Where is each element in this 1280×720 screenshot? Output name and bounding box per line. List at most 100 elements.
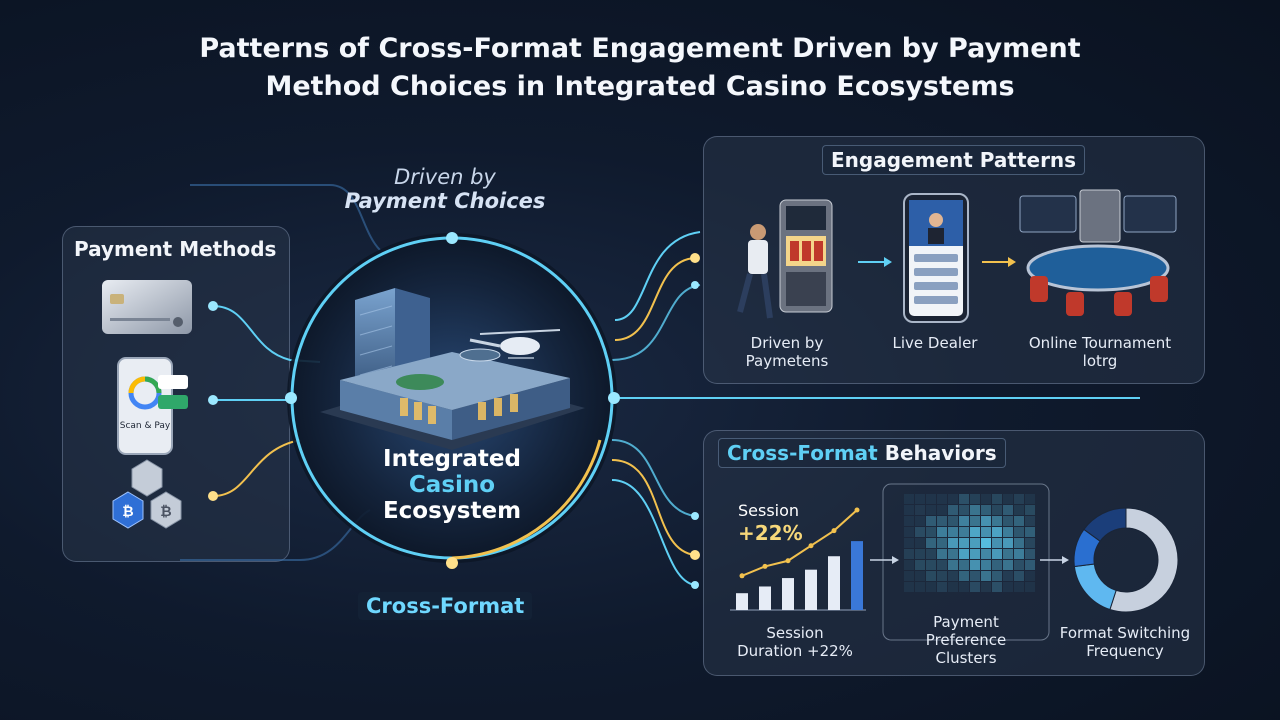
heatmap-cell — [1003, 516, 1013, 526]
hub-node-left — [285, 392, 297, 404]
heatmap-cell — [948, 527, 958, 537]
heatmap-cell — [1025, 571, 1035, 581]
heatmap-cell — [981, 538, 991, 548]
driven-line-1: Driven by — [394, 165, 496, 189]
heatmap-cell — [1025, 505, 1035, 515]
heatmap-cell — [959, 571, 969, 581]
hub-node-right — [608, 392, 620, 404]
heatmap-cell — [937, 527, 947, 537]
heatmap-cell — [981, 571, 991, 581]
heatmap-cell — [981, 582, 991, 592]
heatmap-cell — [915, 527, 925, 537]
heatmap-cell — [1014, 560, 1024, 570]
casino-building-icon — [320, 288, 585, 450]
heatmap-cell — [1014, 549, 1024, 559]
chart-bar — [759, 586, 771, 610]
heatmap-cell — [937, 538, 947, 548]
chart-trend-point — [831, 528, 837, 534]
heatmap-cell — [992, 516, 1002, 526]
heatmap-cell — [1003, 560, 1013, 570]
hub-line-3: Ecosystem — [382, 498, 522, 524]
connector-node — [691, 581, 699, 589]
heatmap-cell — [1014, 494, 1024, 504]
heatmap-cell — [904, 582, 914, 592]
caption-line: Online Tournament — [1028, 334, 1172, 352]
cross-format-label: Cross-Format — [358, 592, 533, 620]
heatmap-cell — [1025, 527, 1035, 537]
heatmap-cell — [904, 571, 914, 581]
heatmap-cell — [992, 538, 1002, 548]
heatmap-cell — [915, 560, 925, 570]
caption-line: Paymetens — [745, 352, 829, 370]
heatmap-cell — [904, 560, 914, 570]
connector-node — [691, 281, 699, 289]
connector-node — [208, 491, 218, 501]
heatmap-cell — [915, 516, 925, 526]
heatmap-cell — [937, 571, 947, 581]
heatmap-cell — [926, 549, 936, 559]
chart-trend-point — [762, 563, 768, 569]
hub-center-label: Integrated Casino Ecosystem — [352, 446, 552, 524]
page-title: Patterns of Cross-Format Engagement Driv… — [0, 30, 1280, 106]
heatmap-cell — [1025, 516, 1035, 526]
heatmap-cell — [948, 538, 958, 548]
arrow-icon — [870, 556, 899, 564]
heatmap-cell — [959, 560, 969, 570]
heatmap-cell — [904, 549, 914, 559]
arrow-icon — [858, 257, 892, 267]
heatmap-cell — [1003, 505, 1013, 515]
heatmap-cell — [915, 582, 925, 592]
hub-node-bottom — [446, 557, 458, 569]
heatmap-cell — [992, 549, 1002, 559]
heatmap-cell — [904, 505, 914, 515]
helicopter-icon — [469, 329, 561, 359]
heatmap-cell — [904, 538, 914, 548]
heatmap-cell — [915, 538, 925, 548]
right-connectors — [611, 231, 1140, 589]
heatmap-cell — [937, 582, 947, 592]
behavior-caption-3: Format Switching Frequency — [1050, 624, 1200, 660]
arrow-icon — [1040, 556, 1069, 564]
engagement-caption-1: Driven by Paymetens — [722, 334, 852, 370]
heatmap-cell — [1025, 549, 1035, 559]
heatmap-cell — [1003, 549, 1013, 559]
left-connectors — [180, 184, 381, 561]
switching-donut-chart — [1073, 507, 1179, 613]
heatmap-cell — [1003, 527, 1013, 537]
heatmap-cell — [1025, 538, 1035, 548]
heatmap-cell — [970, 516, 980, 526]
heatmap-cell — [926, 516, 936, 526]
heatmap-cell — [992, 494, 1002, 504]
heatmap-cell — [959, 582, 969, 592]
donut-slice — [1073, 563, 1117, 611]
engagement-patterns-title: Engagement Patterns — [822, 145, 1086, 175]
heatmap-cell — [981, 505, 991, 515]
player-figure-icon — [737, 224, 773, 319]
behavior-caption-1: Session Duration +22% — [722, 624, 868, 660]
heatmap-cell — [970, 505, 980, 515]
heatmap-cell — [926, 582, 936, 592]
payment-methods-title: Payment Methods — [74, 237, 277, 261]
title-line-1: Patterns of Cross-Format Engagement Driv… — [199, 33, 1081, 64]
connector-node — [690, 253, 700, 263]
caption-line: Format Switching — [1059, 624, 1191, 642]
heatmap-cell — [948, 549, 958, 559]
tournament-table-icon — [1019, 189, 1177, 316]
heatmap-cell — [937, 560, 947, 570]
hub-node-top — [446, 232, 458, 244]
heatmap-cell — [992, 582, 1002, 592]
heatmap-cell — [981, 560, 991, 570]
heatmap-cell — [948, 505, 958, 515]
credit-card-icon — [102, 280, 192, 334]
heatmap-cell — [970, 538, 980, 548]
heatmap-cell — [937, 494, 947, 504]
arrow-icon — [982, 257, 1016, 267]
heatmap-cell — [970, 560, 980, 570]
heatmap-cell — [1025, 582, 1035, 592]
session-delta: +22% — [738, 521, 803, 545]
heatmap-cell — [981, 516, 991, 526]
connector-node — [208, 301, 218, 311]
heatmap-cell — [1014, 582, 1024, 592]
heatmap-cell — [970, 494, 980, 504]
chart-trend-point — [739, 573, 745, 579]
